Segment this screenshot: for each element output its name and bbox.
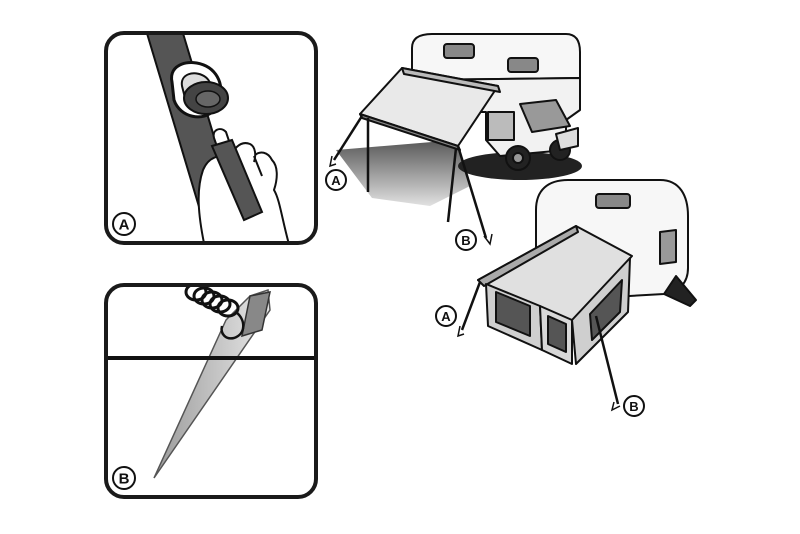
spring-icon (184, 285, 245, 340)
caravan-front-guy (460, 281, 482, 331)
motorhome-front-guy (332, 115, 364, 161)
motorhome-rear-badge (455, 229, 477, 251)
strap-detail-panel: A (104, 31, 318, 245)
strap-panel-badge (112, 212, 136, 236)
peg-panel-frame (104, 283, 318, 499)
caravan-rear-badge (623, 395, 645, 417)
caravan-rear-guy (594, 315, 620, 405)
motorhome-front-label: A (331, 173, 341, 188)
strap-panel-frame (104, 31, 318, 245)
caravan-rear-label: B (629, 399, 638, 414)
motorhome-rear-guy (456, 145, 488, 239)
porch-tent-icon (477, 225, 633, 365)
caravan-front-label: A (441, 309, 451, 324)
strap-panel-label: A (119, 217, 130, 234)
motorhome-awning-scene: A B (325, 33, 582, 251)
strap-buckle-icon (170, 61, 229, 119)
peg-panel-badge (112, 466, 136, 490)
awning-ground-shade (336, 140, 470, 206)
peg-panel-label: B (119, 471, 130, 488)
motorhome-rear-label: B (461, 233, 470, 248)
peg-detail-panel: B (104, 283, 318, 499)
caravan-front-badge (435, 305, 457, 327)
caravan-porch-scene: A B (435, 179, 697, 417)
motorhome-front-badge (325, 169, 347, 191)
